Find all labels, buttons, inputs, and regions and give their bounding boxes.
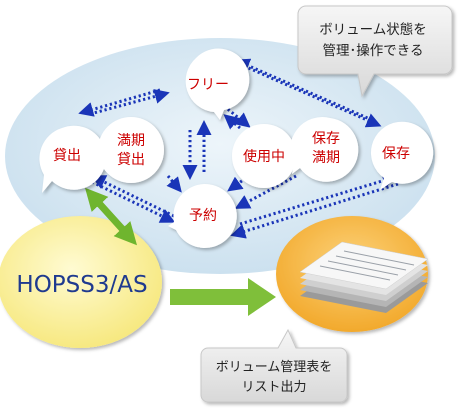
state-kept-bubble [370, 121, 434, 190]
top-callout [297, 5, 453, 98]
state-reserved-bubble [168, 183, 237, 248]
top-callout-line1: ボリューム状態を [319, 22, 427, 38]
bottom-callout-line1: ボリューム管理表を [216, 360, 333, 375]
state-reserved-label: 予約 [189, 208, 217, 224]
state-free-label: フリー [187, 77, 229, 93]
bottom-callout [200, 328, 348, 403]
state-expired-lending-bubble [98, 117, 164, 183]
system-name: HOPSS3/AS [16, 272, 147, 298]
arrow-reserved-to-kept [239, 173, 398, 226]
transition-arrows [78, 58, 399, 239]
top-callout-line2: 管理･操作できる [323, 43, 424, 59]
arrow-kept-to-reserved [230, 182, 399, 239]
arrow-kept-to-free [234, 58, 373, 122]
state-expired-lending-label-line2: 貸出 [117, 152, 145, 168]
state-kept-label: 保存 [382, 146, 410, 162]
state-free-bubble [185, 48, 250, 120]
system-circle [0, 216, 162, 348]
bottom-callout-line2: リスト出力 [241, 380, 306, 395]
state-kept-expired-label-line2: 満期 [312, 150, 340, 166]
state-lending-bubble [39, 125, 106, 193]
state-expired-lending-label-line1: 満期 [117, 133, 145, 149]
state-in-use-label: 使用中 [243, 148, 285, 165]
report-stack-icon [299, 241, 429, 313]
state-kept-expired-label-line1: 保存 [312, 131, 340, 147]
arrow-kept-expired-to-reserved [234, 174, 297, 209]
state-labels: 貸出 満期 貸出 フリー 予約 使用中 保存 満期 保存 [53, 77, 410, 224]
state-bubbles [39, 48, 434, 248]
arrow-free-to-lending [78, 88, 161, 117]
output-arrow [170, 278, 276, 316]
state-lending-label: 貸出 [53, 148, 81, 164]
state-kept-expired-bubble [290, 117, 359, 182]
state-in-use-bubble [232, 124, 296, 188]
sync-arrow [84, 187, 138, 246]
arrow-free-to-kept [243, 64, 382, 128]
